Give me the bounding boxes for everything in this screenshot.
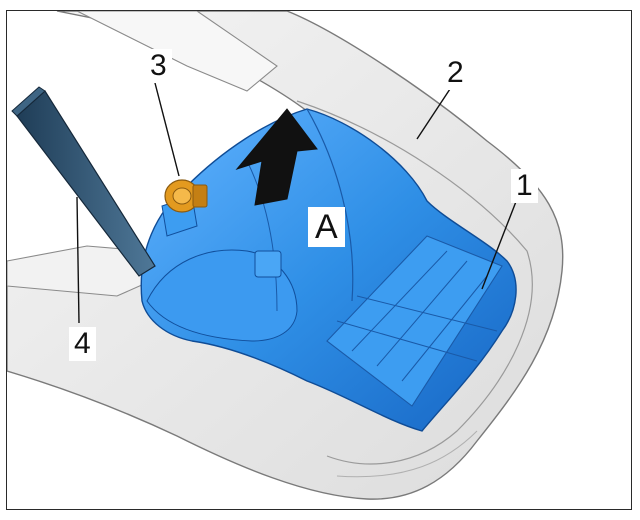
leader-line-1: [481, 198, 518, 290]
callout-3: 3: [145, 49, 172, 83]
leader-line-3: [154, 82, 180, 177]
pry-tool-part-4: [11, 86, 156, 277]
leader-line-4: [76, 196, 80, 324]
callout-a: A: [308, 207, 345, 247]
callout-4: 4: [69, 327, 96, 361]
callout-2: 2: [442, 56, 469, 90]
blue-trim-cover-part-1: [140, 108, 517, 432]
clip-part-3: [164, 179, 208, 213]
up-arrow-icon: [235, 108, 318, 206]
diagram-drawing: [7, 11, 564, 500]
callout-1: 1: [511, 169, 538, 203]
leader-lines: [76, 82, 518, 324]
leader-line-2: [416, 88, 451, 140]
exploded-diagram: 1 2 3 4 A: [6, 10, 632, 510]
